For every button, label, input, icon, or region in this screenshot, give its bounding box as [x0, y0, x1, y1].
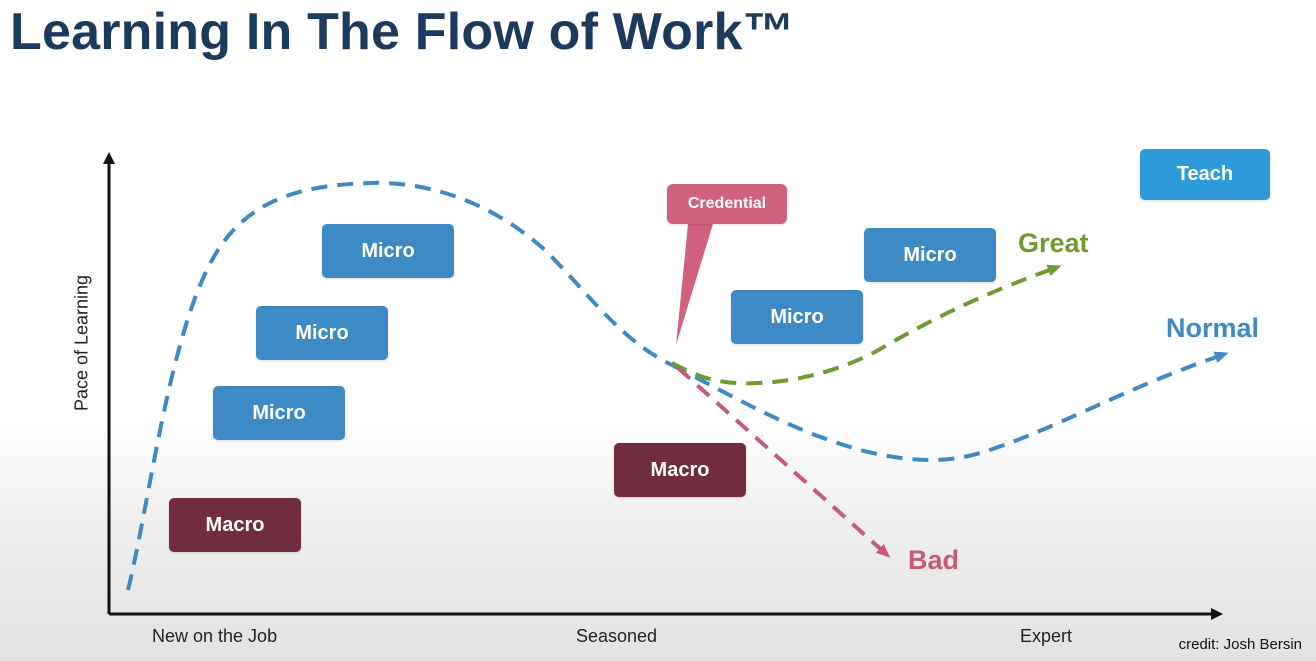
great-path: [671, 264, 1062, 386]
micro-box-2: Micro: [256, 306, 388, 360]
micro-box-1: Micro: [213, 386, 345, 440]
bad-path: [676, 366, 891, 558]
teach-box: Teach: [1140, 149, 1270, 200]
x-axis-label-seasoned: Seasoned: [576, 626, 658, 646]
y-axis-label: Pace of Learning: [71, 274, 92, 412]
credential-box: Credential: [667, 184, 787, 224]
macro-box-early: Macro: [169, 498, 301, 552]
x-axis-label-expert: Expert: [1020, 626, 1073, 646]
credit-text: credit: Josh Bersin: [1178, 636, 1302, 653]
micro-box-4: Micro: [731, 290, 863, 344]
micro-box-3: Micro: [322, 224, 454, 278]
normal-label: Normal: [1166, 313, 1260, 343]
macro-box-seasoned: Macro: [614, 443, 746, 497]
great-label: Great: [1018, 228, 1089, 258]
x-axis-label-new: New on the Job: [152, 626, 278, 646]
bad-label: Bad: [908, 545, 960, 575]
main-learning-curve: [126, 180, 673, 591]
micro-box-5: Micro: [864, 228, 996, 282]
page-title: Learning In The Flow of Work™: [10, 3, 795, 61]
normal-path: [671, 351, 1229, 463]
credential-pointer: [676, 224, 713, 345]
